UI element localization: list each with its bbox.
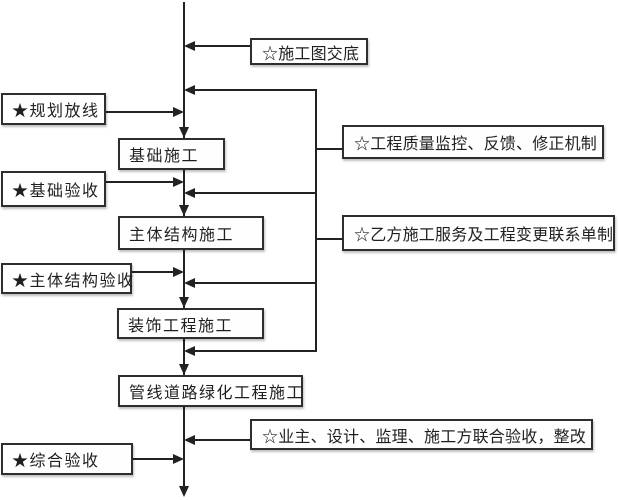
arrow-down-icon — [179, 364, 189, 375]
connector-joint-acceptance — [193, 439, 251, 441]
annotation-quality-monitoring-feedback-correction: ☆工程质量监控、反馈、修正机制 — [342, 125, 604, 159]
arrow-left-icon — [184, 278, 195, 288]
milestone-line-planning-setout — [105, 111, 174, 113]
milestone-line-comprehensive-acceptance — [132, 458, 174, 460]
arrow-left-icon — [184, 85, 195, 95]
arrow-left-icon — [184, 188, 195, 198]
feedback-line-1 — [193, 89, 317, 91]
arrow-down-icon — [179, 205, 189, 216]
feedback-bracket-line — [315, 89, 317, 352]
milestone-main-structure-acceptance: ★主体结构验收 — [1, 263, 133, 294]
connector-drawing-disclosure — [193, 45, 251, 47]
milestone-comprehensive-acceptance: ★综合验收 — [1, 443, 133, 475]
flow-step-main-structure-construction: 主体结构施工 — [118, 216, 264, 250]
milestone-line-foundation-acceptance — [105, 181, 174, 183]
arrow-right-icon — [173, 267, 184, 277]
arrow-left-icon — [184, 41, 195, 51]
annotation-contractor-service-change-contact: ☆乙方施工服务及工程变更联系单制 — [342, 215, 615, 251]
connector-quality-monitoring — [315, 148, 343, 150]
feedback-line-3 — [193, 282, 317, 284]
arrow-right-icon — [173, 107, 184, 117]
arrow-down-icon — [179, 486, 189, 497]
arrow-left-icon — [184, 346, 195, 356]
milestone-planning-setout: ★规划放线 — [1, 93, 106, 125]
feedback-line-4 — [193, 350, 317, 352]
annotation-joint-acceptance-rectification: ☆业主、设计、监理、施工方联合验收，整改 — [250, 419, 593, 450]
feedback-line-2 — [193, 192, 317, 194]
annotation-drawing-disclosure: ☆施工图交底 — [250, 38, 368, 65]
flow-step-decoration-construction: 装饰工程施工 — [117, 308, 264, 339]
arrow-down-icon — [179, 127, 189, 138]
milestone-line-structure-acceptance — [131, 271, 174, 273]
flow-step-foundation-construction: 基础施工 — [118, 138, 225, 170]
arrow-right-icon — [173, 454, 184, 464]
arrow-right-icon — [173, 177, 184, 187]
arrow-left-icon — [184, 435, 195, 445]
flow-step-pipeline-road-greening-construction: 管线道路绿化工程施工 — [118, 375, 303, 407]
arrow-down-icon — [179, 297, 189, 308]
milestone-foundation-acceptance: ★基础验收 — [1, 171, 106, 207]
connector-contractor-service — [315, 238, 343, 240]
